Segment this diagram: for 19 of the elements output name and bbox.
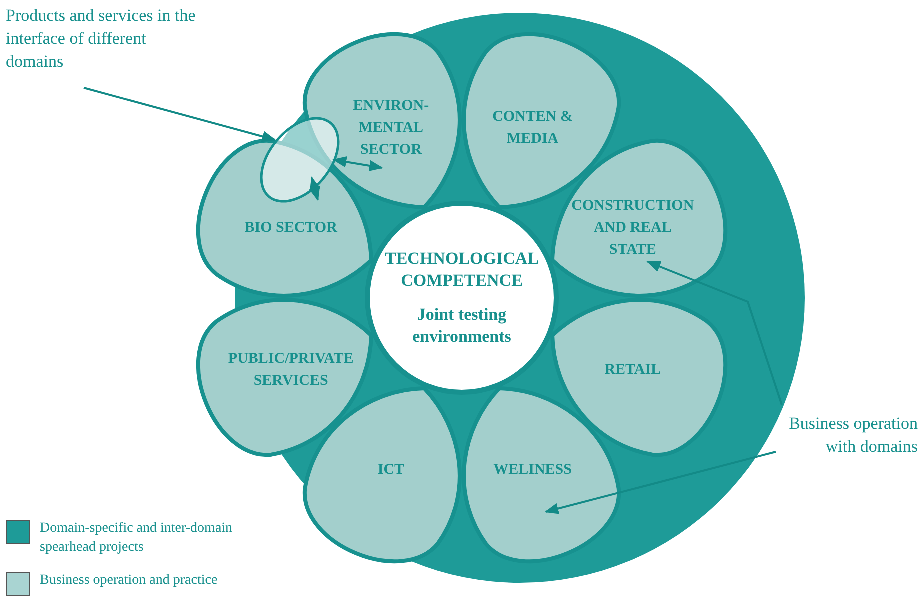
- sector-label: WELINESS: [494, 462, 572, 478]
- arrow: [332, 156, 384, 172]
- annotation-text: Business operation with domains: [760, 412, 918, 458]
- sector-label: CONSTRUCTION AND REAL STATE: [572, 198, 694, 258]
- arrow: [646, 261, 783, 406]
- legend-label: Business operation and practice: [40, 572, 219, 590]
- annotation-text: Products and services in the interface of different domains: [6, 4, 196, 73]
- center-heading: TECHNOLOGICAL COMPETENCE: [384, 248, 540, 292]
- legend-label: Domain-specific and inter-domain spearhead projects: [40, 520, 234, 557]
- sector-label: ENVIRON- MENTAL SECTOR: [353, 98, 430, 158]
- arrow: [544, 451, 776, 514]
- sector-label: ICT: [378, 462, 405, 478]
- arrow: [309, 176, 321, 202]
- sector-label: BIO SECTOR: [244, 220, 338, 236]
- sector-label: PUBLIC/PRIVATE SERVICES: [228, 350, 354, 389]
- arrow: [84, 87, 276, 142]
- sector-label: CONTEN & MEDIA: [492, 109, 573, 148]
- center-subheading: Joint testing environments: [412, 304, 512, 348]
- sector-label: RETAIL: [604, 362, 662, 378]
